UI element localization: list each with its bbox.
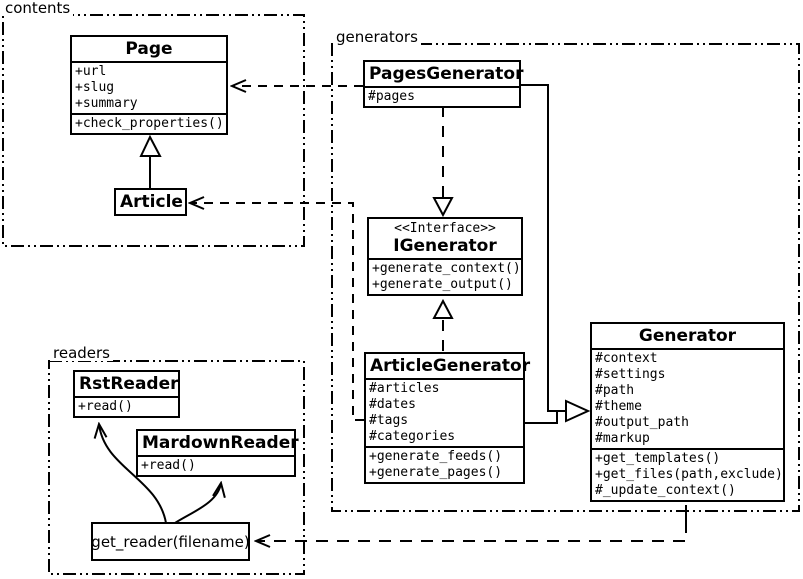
attribute-summary: +summary <box>75 96 138 111</box>
class-name-igenerator: IGenerator <box>393 236 497 256</box>
class-name-rstreader: RstReader <box>79 374 179 394</box>
attribute-path: #path <box>595 383 635 398</box>
attribute-output-path: #output_path <box>595 415 689 430</box>
class-name-article: Article <box>120 192 183 212</box>
method-generate-output: +generate_output() <box>372 277 513 292</box>
methods-section-generator: +get_templates() +get_files(path,exclude… <box>592 448 783 500</box>
hollow-triangle-arrowhead <box>139 134 162 157</box>
dependency-arrow-generator-to-getreader <box>256 521 687 541</box>
package-label-generators: generators <box>333 29 421 45</box>
method-read: +read() <box>141 458 196 473</box>
attribute-articles: #articles <box>369 381 440 396</box>
attributes-section-page: +url +slug +summary <box>72 61 226 113</box>
attribute-url: +url <box>75 64 107 79</box>
contents-package-border <box>2 14 305 247</box>
class-box-page: Page +url +slug +summary +check_properti… <box>70 35 228 135</box>
attribute-context: #context <box>595 351 658 366</box>
attribute-markup: #markup <box>595 431 650 446</box>
method-check-properties: +check_properties() <box>75 116 224 131</box>
method-read: +read() <box>78 399 133 414</box>
method-generate-pages: +generate_pages() <box>369 465 503 480</box>
attribute-dates: #dates <box>369 397 416 412</box>
readers-package-border <box>48 360 305 575</box>
attribute-categories: #categories <box>369 429 456 444</box>
arrow-getreader-to-rstreader <box>99 424 167 524</box>
attribute-tags: #tags <box>369 413 409 428</box>
interface-stereotype: <<Interface>> <box>394 221 496 236</box>
class-box-article: Article <box>114 188 187 216</box>
methods-section-rstreader: +read() <box>75 396 178 416</box>
hollow-triangle-arrowhead <box>432 197 454 218</box>
function-box-get-reader: get_reader(filename) <box>91 522 250 561</box>
method-update-context: #_update_context() <box>595 483 736 498</box>
methods-section-igenerator: +generate_context() +generate_output() <box>369 258 521 294</box>
attribute-theme: #theme <box>595 399 642 414</box>
class-box-generator: Generator #context #settings #path #them… <box>590 322 785 502</box>
attribute-slug: +slug <box>75 80 115 95</box>
methods-section-mardownreader: +read() <box>138 455 294 475</box>
class-box-articlegenerator: ArticleGenerator #articles #dates #tags … <box>364 352 531 484</box>
hollow-triangle-arrowhead <box>432 298 454 319</box>
get-reader-label: get_reader(filename) <box>91 532 250 551</box>
generators-package-border <box>331 43 800 512</box>
class-box-mardownreader: MardownReader +read() <box>136 429 299 477</box>
class-name-articlegenerator: ArticleGenerator <box>370 356 531 376</box>
class-name-pagesgenerator: PagesGenerator <box>369 64 524 84</box>
arrow-getreader-to-mardownreader <box>174 483 221 524</box>
attribute-pages: #pages <box>368 89 415 104</box>
methods-section-articlegenerator: +generate_feeds() +generate_pages() <box>366 446 523 482</box>
attribute-settings: #settings <box>595 367 666 382</box>
class-header-igenerator: <<Interface>> IGenerator <box>369 219 521 258</box>
methods-section-page: +check_properties() <box>72 113 226 133</box>
generalization-line-articlegenerator-to-generator <box>524 411 558 424</box>
class-box-pagesgenerator: PagesGenerator #pages <box>363 60 524 108</box>
method-get-files: +get_files(path,exclude) <box>595 467 783 482</box>
method-generate-feeds: +generate_feeds() <box>369 449 503 464</box>
method-get-templates: +get_templates() <box>595 451 721 466</box>
class-name-generator: Generator <box>638 326 737 346</box>
attributes-section-generator: #context #settings #path #theme #output_… <box>592 348 783 448</box>
attributes-section-pagesgenerator: #pages <box>365 86 519 106</box>
class-name-mardownreader: MardownReader <box>142 433 299 453</box>
hollow-triangle-arrowhead <box>565 399 591 423</box>
class-box-igenerator: <<Interface>> IGenerator +generate_conte… <box>367 217 523 296</box>
package-label-contents: contents <box>2 0 74 16</box>
method-generate-context: +generate_context() <box>372 261 521 276</box>
dependency-arrow-articlegenerator-to-article <box>190 203 364 421</box>
attributes-section-articlegenerator: #articles #dates #tags #categories <box>366 378 523 446</box>
class-name-page: Page <box>125 39 173 59</box>
package-label-readers: readers <box>50 345 113 361</box>
class-box-rstreader: RstReader +read() <box>73 370 180 418</box>
